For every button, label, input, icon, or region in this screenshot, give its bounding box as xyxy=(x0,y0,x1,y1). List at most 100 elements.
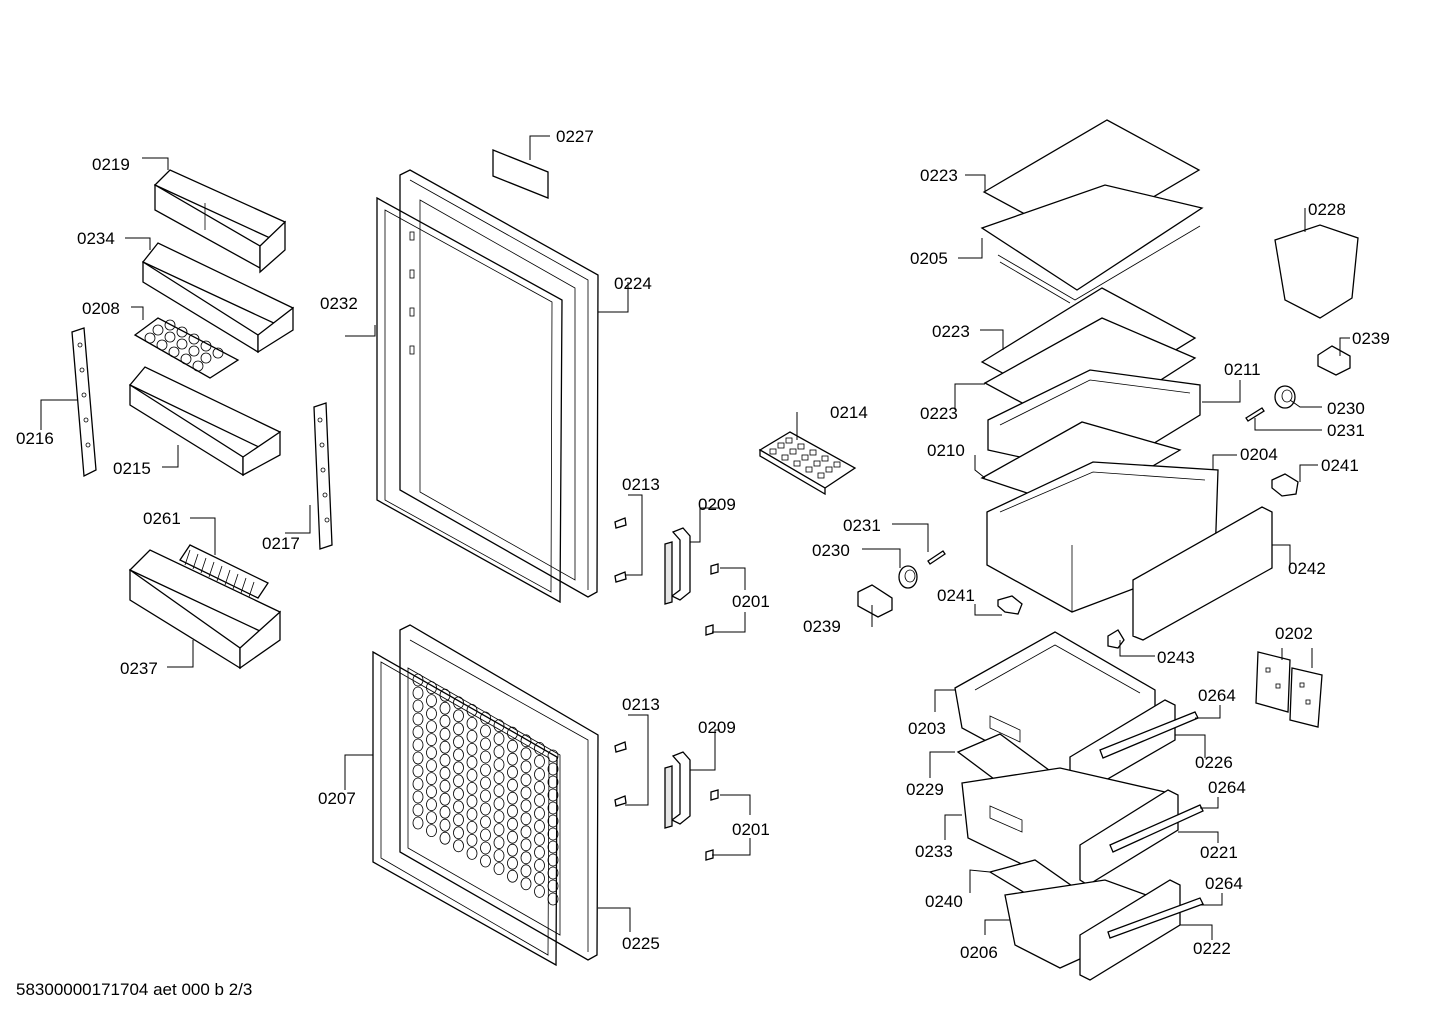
dimple xyxy=(426,694,437,707)
dimple xyxy=(453,800,464,814)
label-0215: 0215 xyxy=(113,459,151,478)
label-0239-left: 0239 xyxy=(803,617,841,636)
part-0241-hinge-left xyxy=(997,595,1023,615)
dimple xyxy=(507,726,518,740)
dimple xyxy=(520,760,532,774)
part-0228-box xyxy=(1274,224,1359,319)
part-0201-caps-upper xyxy=(705,563,719,636)
dimple xyxy=(480,802,491,816)
dimple xyxy=(480,854,491,868)
dimple xyxy=(493,719,505,732)
dimple xyxy=(412,777,424,791)
part-0230-roller-left xyxy=(898,565,918,589)
label-0210: 0210 xyxy=(927,441,965,460)
dimple xyxy=(412,790,424,804)
dimple xyxy=(453,748,464,762)
dimple xyxy=(520,877,532,891)
label-0221: 0221 xyxy=(1200,843,1238,862)
dimple xyxy=(439,714,451,728)
dimple xyxy=(520,851,532,865)
dimple xyxy=(493,745,505,758)
label-0209-upper: 0209 xyxy=(698,495,736,514)
label-0207: 0207 xyxy=(318,789,356,808)
dimple xyxy=(547,866,559,880)
dimple xyxy=(507,791,518,805)
dimple xyxy=(547,788,559,802)
part-0264-handle-middle xyxy=(1109,804,1204,853)
dimple xyxy=(547,827,559,841)
label-0217: 0217 xyxy=(262,534,300,553)
dimple xyxy=(547,762,559,776)
part-0234-door-shelf xyxy=(141,242,295,354)
label-0243: 0243 xyxy=(1157,648,1195,667)
label-0228: 0228 xyxy=(1308,200,1346,219)
label-0201-upper: 0201 xyxy=(732,592,770,611)
label-0261: 0261 xyxy=(143,509,181,528)
dimple xyxy=(426,733,437,746)
label-0234: 0234 xyxy=(77,229,115,248)
label-0264-middle: 0264 xyxy=(1208,778,1246,797)
dimple xyxy=(480,841,491,855)
dimple xyxy=(507,778,518,792)
dimple xyxy=(480,828,491,842)
dimple xyxy=(520,747,532,761)
dimple xyxy=(439,818,451,832)
dimple xyxy=(466,782,478,795)
part-0231-pin-left xyxy=(927,550,946,565)
part-0205-shelf-frame xyxy=(980,184,1204,304)
dimple xyxy=(547,814,559,828)
dimple xyxy=(412,751,424,765)
part-0217-rail xyxy=(313,402,333,550)
dimple xyxy=(453,696,464,710)
part-0208-egg-tray xyxy=(133,317,240,379)
label-0237: 0237 xyxy=(120,659,158,678)
dimple xyxy=(520,734,532,748)
label-0264-bottom: 0264 xyxy=(1205,874,1243,893)
dimple xyxy=(493,758,505,771)
dimple xyxy=(507,817,518,831)
label-0225: 0225 xyxy=(622,934,660,953)
label-0223-top: 0223 xyxy=(920,166,958,185)
part-0242-cover xyxy=(1132,506,1273,641)
part-0230-roller-right xyxy=(1274,385,1296,409)
label-0214: 0214 xyxy=(830,403,868,422)
part-0224-upper-door xyxy=(399,169,599,598)
part-0225-lower-door xyxy=(399,624,599,961)
dimple xyxy=(453,774,464,788)
dimple xyxy=(507,830,518,844)
label-0204: 0204 xyxy=(1240,445,1278,464)
dimple xyxy=(466,730,478,743)
dimple xyxy=(480,789,491,803)
part-0213-screws-lower xyxy=(614,741,627,807)
dimple xyxy=(534,807,545,820)
dimple xyxy=(466,743,478,756)
label-0233: 0233 xyxy=(915,842,953,861)
dimple xyxy=(439,740,451,754)
dimple xyxy=(412,686,424,700)
dimple xyxy=(493,862,505,875)
dimple xyxy=(453,735,464,749)
dimple xyxy=(493,810,505,823)
part-0227-label xyxy=(492,149,549,199)
label-0203: 0203 xyxy=(908,719,946,738)
dimple xyxy=(534,781,545,794)
label-0202: 0202 xyxy=(1275,624,1313,643)
dimple xyxy=(520,799,532,813)
dimple xyxy=(453,722,464,736)
dimple xyxy=(547,775,559,789)
dimple xyxy=(453,709,464,723)
dimple xyxy=(534,820,545,833)
dimple xyxy=(466,821,478,834)
label-0216: 0216 xyxy=(16,429,54,448)
dimple xyxy=(439,727,451,741)
label-0209-lower: 0209 xyxy=(698,718,736,737)
part-0264-handle-bottom xyxy=(1107,897,1204,939)
part-0239-clip-right xyxy=(1317,345,1351,376)
dimple xyxy=(426,707,437,720)
label-0213-upper: 0213 xyxy=(622,475,660,494)
dimple xyxy=(426,824,437,837)
label-0227: 0227 xyxy=(556,127,594,146)
dimple xyxy=(507,765,518,779)
dimple xyxy=(507,804,518,818)
